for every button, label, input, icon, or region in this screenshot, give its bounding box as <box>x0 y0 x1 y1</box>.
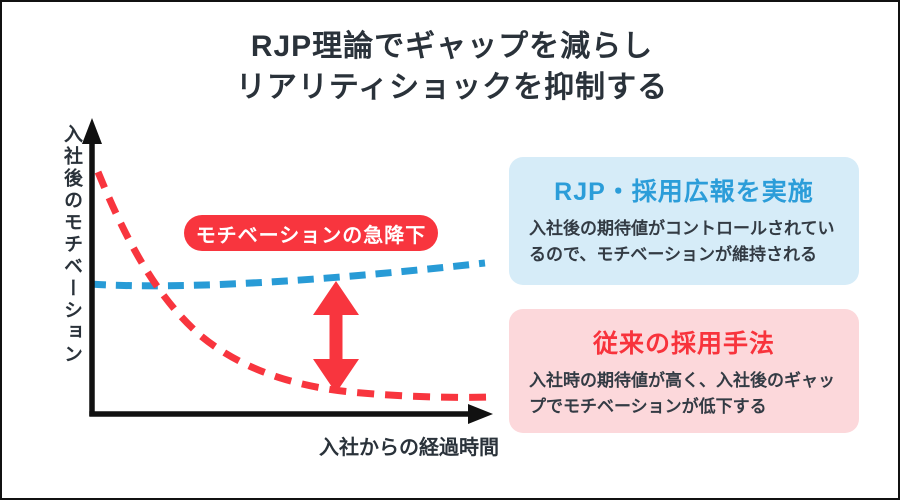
gap-arrow <box>313 281 359 393</box>
page-title-line-1: RJP理論でギャップを減らし <box>250 30 654 63</box>
conventional-box-body: 入社時の期待値が高く、入社後のギャップでモチベーションが低下する <box>529 371 835 417</box>
y-axis-arrowhead <box>82 118 102 144</box>
annotation-badge: モチベーションの急降下 <box>184 215 438 251</box>
page-title-line-2: リアリティショックを抑制する <box>235 71 669 104</box>
x-axis-arrowhead <box>468 404 493 424</box>
y-axis-label: 入社後のモチベーション <box>61 124 82 366</box>
page-title: RJP理論でギャップを減らし リアリティショックを抑制する <box>2 26 898 108</box>
conventional-info-box: 従来の採用手法 入社時の期待値が高く、入社後のギャップでモチベーションが低下する <box>509 309 859 433</box>
rjp-info-box: RJP・採用広報を実施 入社後の期待値がコントロールされているので、モチベーショ… <box>509 157 859 285</box>
conventional-line <box>94 170 490 401</box>
rjp-line <box>89 259 486 290</box>
conventional-box-title: 従来の採用手法 <box>592 330 775 358</box>
rjp-box-body: 入社後の期待値がコントロールされているので、モチベーションが維持される <box>529 219 835 265</box>
x-axis-label: 入社からの経過時間 <box>319 437 499 459</box>
rjp-box-title: RJP・採用広報を実施 <box>554 178 814 206</box>
